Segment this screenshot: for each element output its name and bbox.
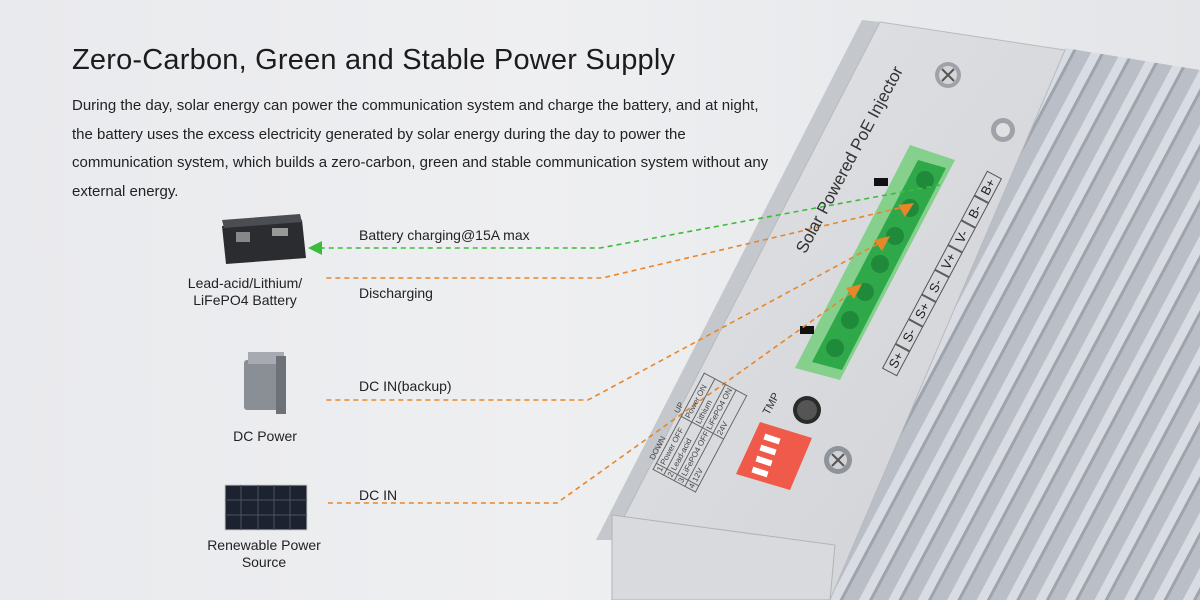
discharging-label: Discharging xyxy=(359,285,433,301)
arrow-icon xyxy=(846,284,862,299)
ground-screw-icon xyxy=(935,62,961,88)
tmp-button xyxy=(793,396,821,424)
charging-line xyxy=(318,184,941,249)
arrow-left-icon xyxy=(308,241,322,255)
page-title: Zero-Carbon, Green and Stable Power Supp… xyxy=(72,44,676,76)
arrow-icon xyxy=(874,236,890,251)
screw-icon xyxy=(991,118,1015,142)
renewable-caption: Renewable Power Source xyxy=(207,537,321,570)
dc-power-icon xyxy=(244,352,286,414)
dc-in-line xyxy=(325,287,859,504)
description: During the day, solar energy can power t… xyxy=(72,97,769,200)
charging-label: Battery charging@15A max xyxy=(359,227,530,243)
solar-panel-icon xyxy=(224,484,308,531)
battery-icon xyxy=(222,214,306,264)
screw-icon xyxy=(824,446,852,474)
battery-caption: Lead-acid/Lithium/ LiFePO4 Battery xyxy=(187,275,303,308)
discharging-line xyxy=(325,205,909,279)
dc-backup-line xyxy=(325,239,886,401)
dc-in-label: DC IN xyxy=(359,487,398,503)
heat-sink xyxy=(830,48,1200,600)
dc-power-caption: DC Power xyxy=(233,428,297,444)
arrow-icon xyxy=(898,203,914,217)
device-side xyxy=(596,20,880,540)
dc-in-backup-label: DC IN(backup) xyxy=(359,378,452,394)
